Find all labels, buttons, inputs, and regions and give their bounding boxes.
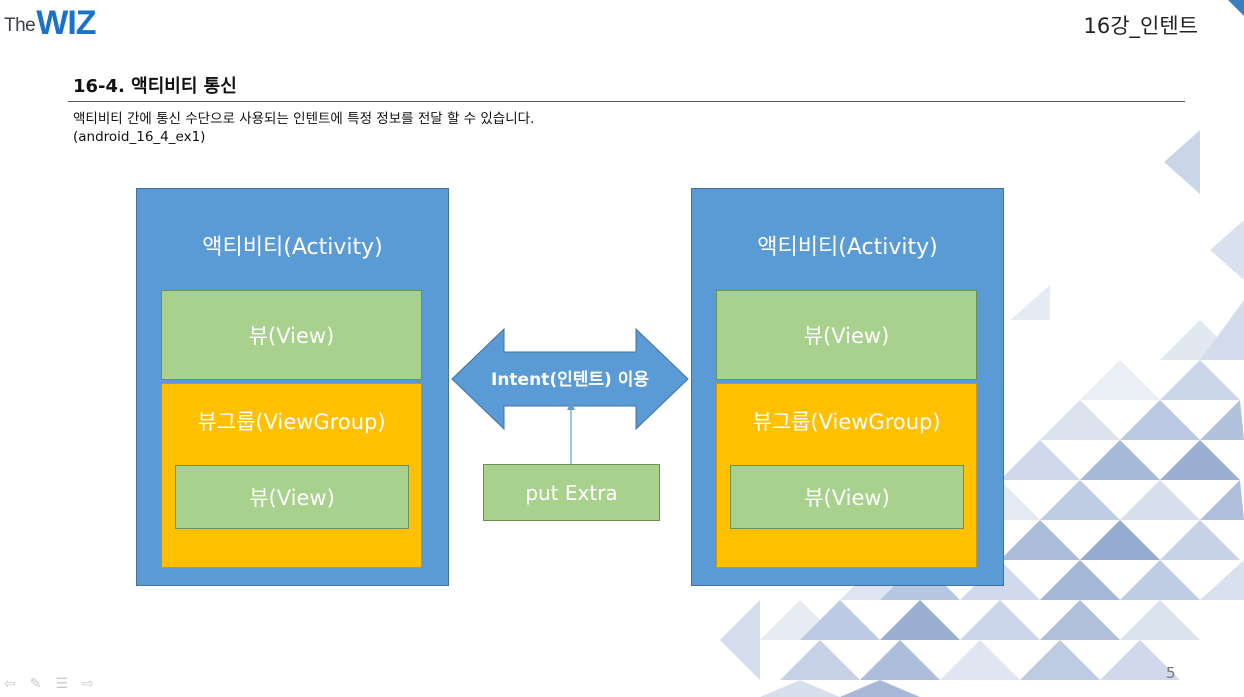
connector-arrow (567, 402, 575, 466)
description-line-1: 액티비티 간에 통신 수단으로 사용되는 인텐트에 특정 정보를 전달 할 수 … (73, 111, 535, 127)
left-viewgroup-box: 뷰그룹(ViewGroup) 뷰(View) (161, 383, 422, 568)
right-viewgroup-box: 뷰그룹(ViewGroup) 뷰(View) (716, 383, 977, 568)
page-number: 5 (1166, 664, 1176, 682)
right-activity-box: 액티비티(Activity) 뷰(View) 뷰그룹(ViewGroup) 뷰(… (691, 188, 1004, 586)
left-inner-view-box: 뷰(View) (175, 465, 409, 529)
forward-arrow-icon[interactable]: ⇨ (82, 676, 94, 692)
left-activity-box: 액티비티(Activity) 뷰(View) 뷰그룹(ViewGroup) 뷰(… (136, 188, 449, 586)
right-activity-title: 액티비티(Activity) (757, 235, 938, 260)
corner-decoration (1228, 0, 1244, 16)
intent-arrow-label: Intent(인텐트) 이용 (491, 370, 649, 390)
chapter-title: 16강_인텐트 (1083, 14, 1198, 38)
slide-nav-controls: ⇦ ✎ ☰ ⇨ (4, 676, 94, 692)
menu-icon[interactable]: ☰ (55, 676, 69, 692)
slide-description: 액티비티 간에 통신 수단으로 사용되는 인텐트에 특정 정보를 전달 할 수 … (73, 110, 534, 146)
right-inner-view-box: 뷰(View) (730, 465, 964, 529)
title-divider (68, 101, 1185, 102)
right-viewgroup-title: 뷰그룹(ViewGroup) (752, 410, 941, 434)
pen-icon[interactable]: ✎ (29, 676, 42, 692)
left-view-box: 뷰(View) (161, 290, 422, 380)
thewiz-logo: The WIZ (4, 4, 97, 42)
logo-wiz-text: WIZ (36, 4, 96, 42)
double-arrow-shape (451, 327, 689, 431)
slide-title: 16-4. 액티비티 통신 (73, 76, 237, 97)
left-activity-title: 액티비티(Activity) (202, 235, 383, 260)
back-arrow-icon[interactable]: ⇦ (4, 676, 16, 692)
left-viewgroup-title: 뷰그룹(ViewGroup) (197, 410, 386, 434)
right-view-box: 뷰(View) (716, 290, 977, 380)
logo-the-text: The (4, 15, 36, 36)
put-extra-box: put Extra (483, 464, 660, 521)
description-line-2: (android_16_4_ex1) (73, 129, 206, 145)
